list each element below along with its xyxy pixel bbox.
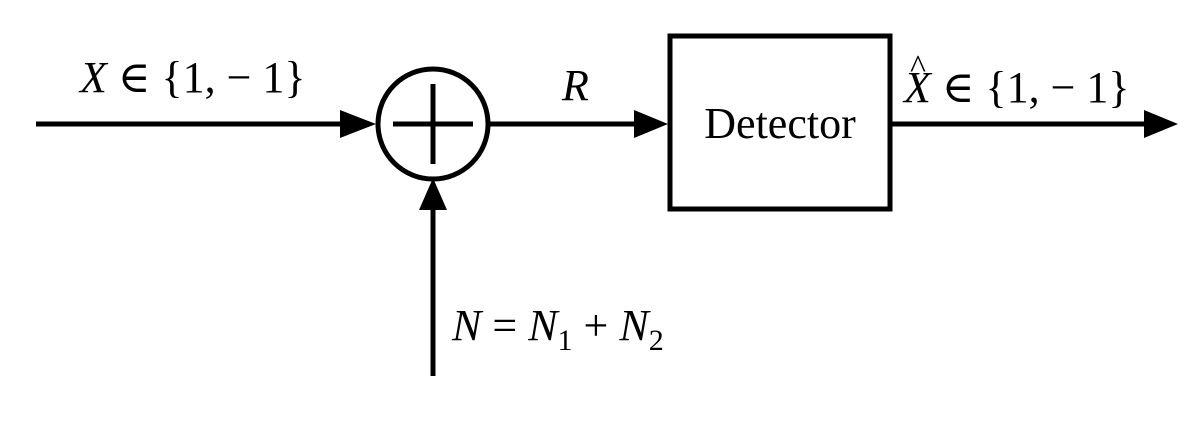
received-label: R [561, 61, 589, 110]
input-arrowhead [340, 110, 376, 138]
input-relation: ∈ {1, − 1} [107, 53, 306, 102]
noise-lhs: N [451, 301, 484, 350]
summing-junction [375, 66, 491, 182]
input-symbol: X [78, 53, 109, 102]
noise-sub1: 1 [558, 324, 573, 357]
noise-label: N = N1 + N2 [451, 301, 664, 357]
noise-arrow [419, 178, 447, 376]
input-arrow [36, 110, 376, 138]
noise-term2: N [618, 301, 651, 350]
input-label: X ∈ {1, − 1} [78, 53, 306, 102]
output-symbol: X [902, 63, 933, 112]
received-arrowhead [634, 110, 668, 138]
received-arrow [488, 110, 668, 138]
output-arrowhead [1144, 110, 1178, 138]
noise-plus: + [573, 301, 620, 350]
detector-block: Detector [667, 33, 893, 212]
output-label: X ∈ {1, − 1} [902, 63, 1130, 112]
output-arrow [890, 110, 1178, 138]
output-relation: ∈ {1, − 1} [931, 63, 1130, 112]
noise-arrowhead [419, 178, 447, 210]
noise-term1: N [527, 301, 560, 350]
detector-label: Detector [704, 99, 856, 148]
output-hat: ^ [910, 49, 926, 86]
noise-sub2: 2 [649, 324, 664, 357]
noise-equals: = [481, 301, 528, 350]
